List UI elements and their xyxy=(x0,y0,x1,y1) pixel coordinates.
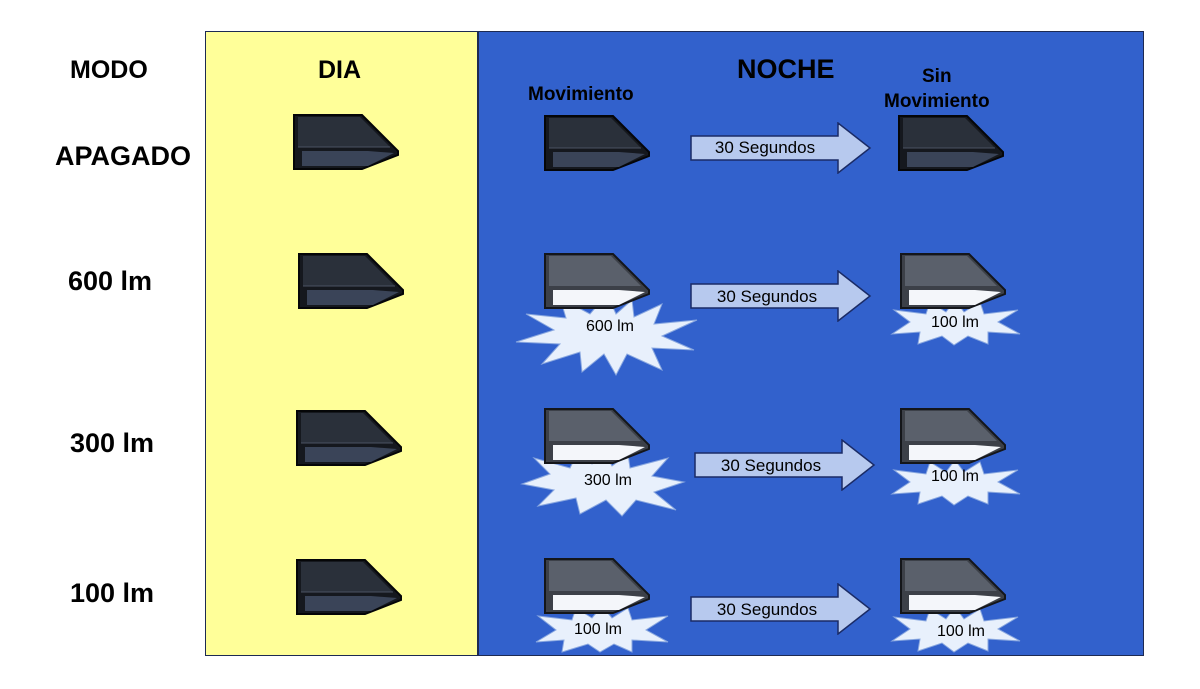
no-motion-output-label: 100 lm xyxy=(930,468,980,485)
mode-label-300: 300 lm xyxy=(70,428,155,458)
arrow-label: 30 Segundos xyxy=(716,600,818,619)
light-burst-icon xyxy=(890,459,1021,506)
sin-movimiento-line1: Sin xyxy=(922,66,952,87)
no-motion-lamp-icon xyxy=(898,115,1004,171)
motion-lamp-icon xyxy=(544,115,650,171)
no-motion-output-label: 100 lm xyxy=(930,314,980,331)
light-burst-icon xyxy=(535,605,669,653)
light-burst-icon xyxy=(890,299,1021,346)
dia-lamp-icon xyxy=(296,410,402,466)
no-motion-lamp-icon xyxy=(900,558,1006,614)
no-motion-lamp-icon xyxy=(900,408,1006,464)
dia-lamp-icon xyxy=(298,253,404,309)
arrow-icon xyxy=(690,583,872,635)
mode-label-apagado: APAGADO xyxy=(55,141,192,171)
motion-output-label: 100 lm xyxy=(573,621,623,638)
arrow-icon xyxy=(694,439,876,491)
arrow-label: 30 Segundos xyxy=(720,456,822,475)
sin-movimiento-header: Sin Movimiento xyxy=(884,64,990,114)
noche-header: NOCHE xyxy=(737,54,835,84)
dia-lamp-icon xyxy=(293,114,399,170)
dia-lamp-icon xyxy=(296,559,402,615)
motion-lamp-icon xyxy=(544,408,650,464)
mode-label-100: 100 lm xyxy=(70,578,155,608)
light-burst-icon xyxy=(890,606,1021,653)
sin-movimiento-line2: Movimiento xyxy=(884,91,990,112)
motion-lamp-icon xyxy=(544,253,650,309)
modo-header: MODO xyxy=(70,56,148,84)
arrow-icon xyxy=(690,122,872,174)
motion-lamp-icon xyxy=(544,558,650,614)
motion-output-label: 300 lm xyxy=(583,472,633,489)
motion-output-label: 600 lm xyxy=(585,318,635,335)
mode-label-600: 600 lm xyxy=(68,266,153,296)
arrow-label: 30 Segundos xyxy=(714,138,816,157)
dia-header: DIA xyxy=(318,56,362,84)
light-burst-icon xyxy=(515,293,698,377)
arrow-icon xyxy=(690,270,872,322)
movimiento-header: Movimiento xyxy=(528,84,634,105)
no-motion-output-label: 100 lm xyxy=(936,623,986,640)
arrow-label: 30 Segundos xyxy=(716,287,818,306)
no-motion-lamp-icon xyxy=(900,253,1006,309)
